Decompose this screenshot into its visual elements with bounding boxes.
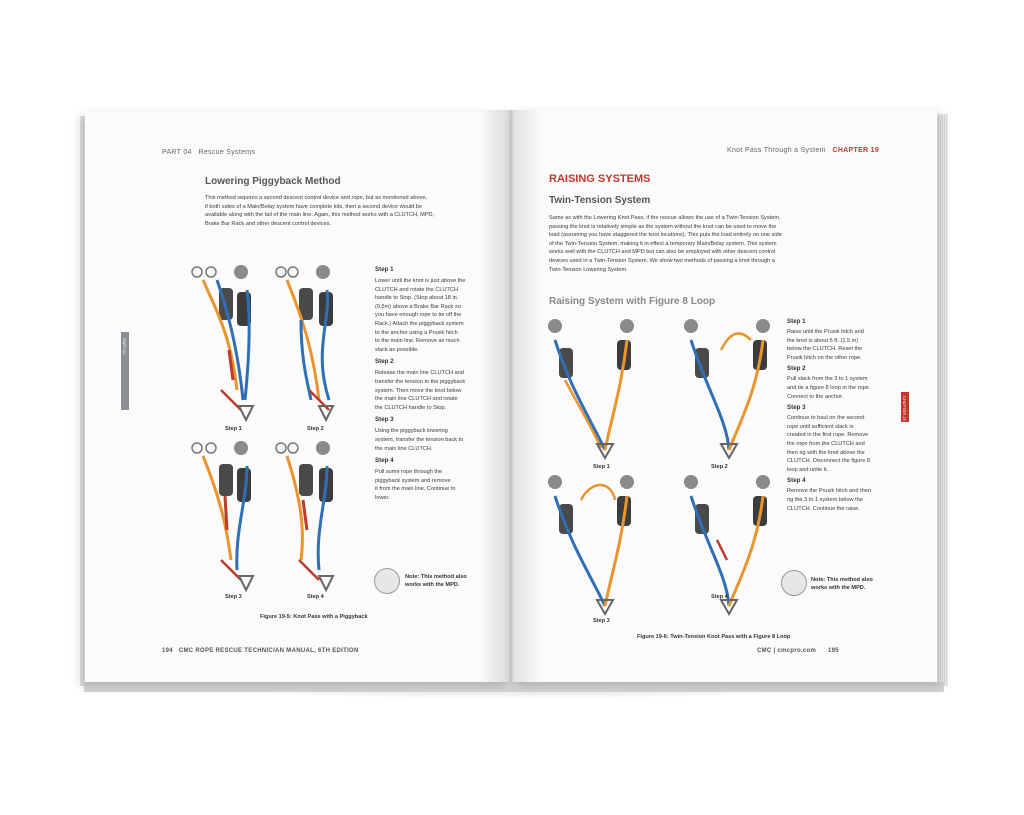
diagram-label-step-3: Step 3 [593,618,610,624]
section-label: Rescue Systems [198,149,256,156]
intro-line: This method requires a second descent co… [205,195,428,201]
step-title: Step 2 [375,358,394,366]
page-number: 195 [827,648,839,654]
diagram-step-4 [684,475,770,617]
raising-systems-heading: RAISING SYSTEMS [549,173,651,185]
mpd-device-icon [374,568,400,594]
part-side-tab-label: PART 04 [122,338,127,354]
diagram-label-step-1: Step 1 [225,426,242,432]
right-footer: CMC | cmcpro.com 195 [757,648,839,654]
footer-site: CMC | cmcpro.com [757,648,817,654]
diagram-label-step-2: Step 2 [307,426,324,432]
diagram-step-2 [275,265,335,423]
step-title: Step 3 [787,404,806,412]
diagram-label-step-3: Step 3 [225,594,242,600]
diagram-label-step-4: Step 4 [711,594,728,600]
diagram-label-step-2: Step 2 [711,464,728,470]
diagram-step-3 [548,475,634,617]
part-side-tab [121,332,129,410]
intro-line: Brake Bar Rack and other descent control… [205,220,331,227]
book-gutter [480,110,542,682]
diagram-step-4 [275,441,335,593]
step-title: Step 1 [375,266,394,273]
step-title: Step 1 [787,318,806,325]
chapter-label: CHAPTER 19 [832,147,880,154]
twin-tension-subheading: Twin-Tension System [549,195,651,206]
book-bottom-edge [84,682,944,692]
left-page: PART 04 Rescue Systems PART 04 Lowering … [85,112,511,682]
diagram-label-step-4: Step 4 [307,594,324,600]
diagram-step-1 [191,265,255,423]
step-title: Step 4 [787,477,806,485]
intro-line: available along with the tail of the mai… [205,212,435,219]
left-footer: 194 CMC ROPE RESCUE TECHNICIAN MANUAL, 6… [162,648,359,654]
step-title: Step 4 [375,457,394,465]
right-figure-caption: Figure 19-6: Twin-Tension Knot Pass with… [637,634,791,640]
footer-title: CMC ROPE RESCUE TECHNICIAN MANUAL, 6TH E… [178,648,359,654]
figure-8-section-title: Raising System with Figure 8 Loop [549,296,716,307]
right-intro: Same as with the Lowering Knot Pass, if … [549,215,782,273]
step-title: Step 3 [375,416,394,424]
left-running-header: PART 04 Rescue Systems [162,149,255,156]
part-label: PART 04 [162,149,192,156]
left-intro: This method requires a second descent co… [205,194,485,228]
mpd-device-icon [781,570,807,596]
page-number: 194 [162,648,173,654]
diagram-step-3 [191,441,255,593]
chapter-title: Knot Pass Through a System [727,147,826,154]
open-book: PART 04 Rescue Systems PART 04 Lowering … [80,108,948,693]
intro-line: if both sides of a Main/Belay system hav… [205,203,423,210]
right-page: Knot Pass Through a System CHAPTER 19 CH… [511,110,937,682]
left-steps: Step 1 Lower until the knot is just abov… [375,266,485,502]
step-title: Step 2 [787,365,806,373]
chapter-side-tab-label: CHAPTER 19 [902,396,907,421]
diagram-step-1 [548,319,634,461]
diagram-step-2 [684,319,770,461]
right-running-header: Knot Pass Through a System CHAPTER 19 [727,147,879,154]
left-figure-caption: Figure 19-5: Knot Pass with a Piggyback [260,614,368,620]
chapter-side-tab [901,392,909,422]
piggyback-diagram [191,265,335,593]
diagram-label-step-1: Step 1 [593,464,610,470]
left-page-title: Lowering Piggyback Method [205,176,341,187]
twin-tension-diagram [548,319,770,617]
